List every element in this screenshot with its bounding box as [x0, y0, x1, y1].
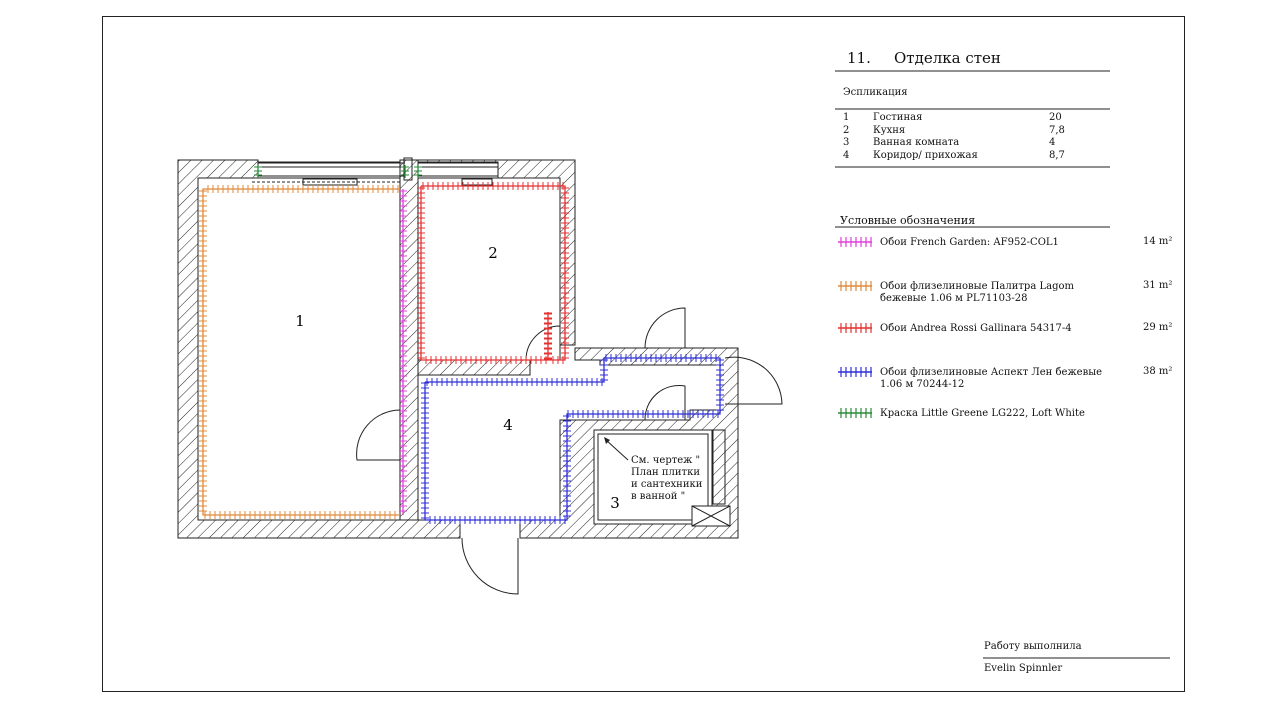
- explication-row-area: 20: [1049, 112, 1062, 123]
- legend-label: Обои флизелиновые Палитра Lagom бежевые …: [880, 281, 1074, 304]
- explication-row-num: 4: [843, 149, 850, 161]
- finish-orange: [202, 188, 400, 516]
- legend-swatch: [838, 237, 872, 247]
- sheet-title: Отделка стен: [894, 49, 1001, 67]
- bathroom-box: [593, 429, 731, 527]
- doors: [356, 307, 783, 595]
- explication-row-area: 7,8: [1049, 124, 1065, 136]
- note-leader: [605, 439, 629, 461]
- finish-blue: [424, 357, 721, 521]
- legend-area: 38 m²: [1143, 366, 1173, 377]
- room-label-2: 2: [488, 244, 498, 262]
- explication-row-num: 1: [843, 112, 850, 123]
- legend-title: Условные обозначения: [840, 214, 976, 227]
- explication-row-name: Гостиная: [873, 112, 923, 123]
- windows: [252, 157, 498, 186]
- sheet-number: 11.: [847, 49, 871, 67]
- explication-row-name: Кухня: [873, 124, 906, 136]
- note-arrow: [604, 437, 610, 444]
- legend-label: Обои Andrea Rossi Gallinara 54317-4: [880, 323, 1072, 334]
- drawing-frame: [102, 16, 1185, 692]
- legend-label: Краска Little Greene LG222, Loft White: [880, 408, 1085, 419]
- room-label-3: 3: [610, 494, 620, 512]
- bathroom-note: См. чертеж " План плитки и сантехники в …: [631, 455, 703, 502]
- explication-row-area: 8,7: [1049, 149, 1065, 161]
- room-label-1: 1: [295, 312, 305, 330]
- legend-area: 31 m²: [1143, 280, 1173, 291]
- room-label-4: 4: [503, 416, 513, 434]
- finish-red: [420, 185, 566, 361]
- legend-area: 29 m²: [1143, 322, 1173, 333]
- explication-row-name: Коридор/ прихожая: [873, 149, 978, 161]
- legend-label: Обои флизелиновые Аспект Лен бежевые 1.0…: [880, 367, 1103, 390]
- explication-title: Эспликация: [843, 87, 908, 98]
- legend-area: 14 m²: [1143, 236, 1173, 247]
- explication-row-name: Ванная комната: [873, 137, 960, 148]
- legend-swatch: [838, 281, 872, 291]
- explication-row-area: 4: [1049, 137, 1056, 148]
- signature-name: Evelin Spinnler: [984, 663, 1063, 674]
- explication-row-num: 3: [843, 137, 850, 148]
- explication-row-num: 2: [843, 124, 850, 136]
- legend-swatch: [838, 367, 872, 377]
- legend-label: Обои French Garden: AF952-COL1: [880, 237, 1059, 248]
- legend-swatch: [838, 323, 872, 333]
- signature-label: Работу выполнила: [984, 641, 1082, 652]
- legend-swatch: [838, 408, 872, 418]
- finish-lines: [199, 165, 724, 524]
